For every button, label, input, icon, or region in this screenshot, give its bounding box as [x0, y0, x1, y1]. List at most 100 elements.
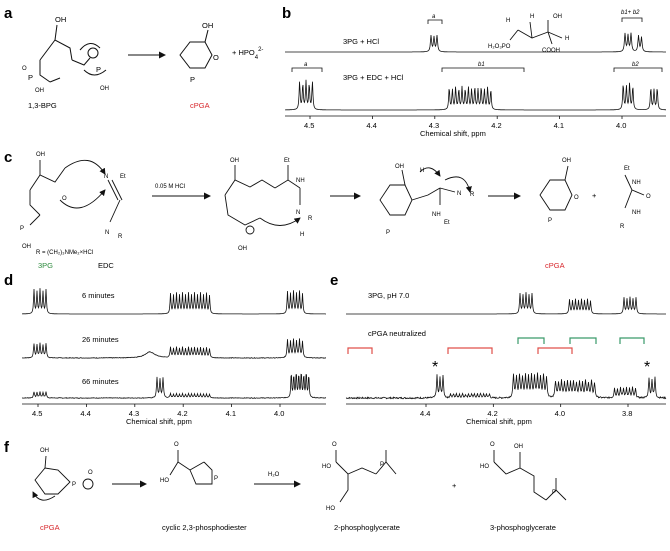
- o-f3: O: [332, 442, 337, 448]
- condition-label: 0.05 M HCl: [155, 184, 185, 190]
- o-label-2: O: [213, 53, 219, 62]
- spectrum-b-bottom: [285, 79, 666, 111]
- tick-label: 4.1: [554, 121, 564, 130]
- nh-i1: NH: [296, 178, 305, 184]
- axis-d-label: Chemical shift, ppm: [126, 417, 192, 426]
- nh-i2: NH: [432, 212, 441, 218]
- o-c1: O: [62, 196, 67, 202]
- bracket-red-2: [447, 347, 493, 354]
- r-c1: R: [118, 234, 123, 240]
- cyclic-phosphodiester-structure: [169, 450, 213, 485]
- bracket-green-1: [517, 337, 545, 344]
- tick-label: 4.0: [274, 409, 284, 418]
- reagent-water: H₂O: [268, 472, 280, 478]
- tick-label: 4.0: [616, 121, 626, 130]
- cpga-structure-f: [32, 455, 94, 501]
- species-2pg: 2-phosphoglycerate: [334, 523, 400, 532]
- bracket-b2: [613, 67, 663, 72]
- spectrum-e-3pg: [346, 292, 666, 315]
- hb2-label: H: [506, 18, 510, 24]
- h-i1: H: [300, 232, 304, 238]
- oh-label: OH: [55, 15, 66, 24]
- oh-c1: OH: [36, 152, 45, 158]
- species-3pg: 3-phosphoglycerate: [490, 523, 556, 532]
- n-i2: N: [457, 191, 461, 197]
- trace-d-3-label: 66 minutes: [82, 377, 119, 386]
- trace-d-2-label: 26 minutes: [82, 335, 119, 344]
- tick-label: 4.5: [32, 409, 42, 418]
- p-f1: P: [72, 482, 76, 488]
- peak-b1-label: b1: [478, 62, 485, 68]
- p-label-3: P: [190, 75, 195, 84]
- o-f1: O: [88, 470, 93, 476]
- panel-b-label: b: [282, 5, 291, 22]
- p-f4: P: [552, 490, 556, 496]
- star-1: *: [432, 359, 438, 376]
- tick-label: 4.4: [366, 121, 376, 130]
- 3pg-structure-f: [493, 450, 567, 501]
- intermediate-1: [224, 165, 301, 235]
- panel-a-label: a: [4, 5, 13, 22]
- peak-a-label-bottom: a: [304, 62, 308, 68]
- 2pg-structure: [335, 450, 397, 503]
- panel-d-label: d: [4, 272, 13, 289]
- tick-label: 4.3: [129, 409, 139, 418]
- oh-label-3: OH: [100, 86, 109, 92]
- p-f3: P: [380, 462, 384, 468]
- tick-label: 3.8: [622, 409, 632, 418]
- cpga-structure-a: [179, 29, 213, 69]
- n-c2: N: [105, 230, 109, 236]
- et-i2: Et: [444, 220, 450, 226]
- panel-b: b 3PG + HCl 3PG + EDC + HCl a b1+ b2 a b…: [282, 5, 666, 138]
- oh-label-2: OH: [35, 88, 44, 94]
- h2o3po-label: H₂O₃PO: [488, 44, 511, 50]
- bracket-b1: [441, 67, 525, 72]
- oh-i2: OH: [395, 164, 404, 170]
- o-f4: O: [490, 442, 495, 448]
- nh-u2: NH: [632, 210, 641, 216]
- p-f2: P: [214, 476, 218, 482]
- oh-struct-label: OH: [553, 14, 562, 20]
- intermediate-2: [379, 167, 472, 216]
- ho-f3b: HO: [326, 506, 335, 512]
- ho-f3: HO: [322, 464, 331, 470]
- peak-b2-label: b2: [632, 62, 639, 68]
- r-i2: R: [470, 192, 475, 198]
- plus-c: +: [592, 191, 597, 200]
- o-f2: O: [174, 442, 179, 448]
- star-2: *: [644, 359, 650, 376]
- oh-label-4: OH: [202, 21, 213, 30]
- trace-b-top-label: 3PG + HCl: [343, 37, 379, 46]
- tick-label: 4.2: [177, 409, 187, 418]
- reagent-edc: EDC: [98, 261, 114, 270]
- bracket-a-bottom: [291, 67, 323, 72]
- urea-byproduct: [624, 174, 645, 209]
- trace-e-bottom-label: cPGA neutralized: [368, 329, 426, 338]
- peak-b1b2-label: b1+ b2: [621, 10, 640, 16]
- axis-e-label: Chemical shift, ppm: [466, 417, 532, 426]
- peak-a-label-top: a: [432, 14, 436, 20]
- ho-f4: HO: [480, 464, 489, 470]
- n-i1: N: [296, 210, 300, 216]
- panel-c-label: c: [4, 149, 12, 166]
- trace-d-1-label: 6 minutes: [82, 291, 115, 300]
- tick-label: 4.4: [420, 409, 430, 418]
- bracket-b1b2: [621, 17, 643, 22]
- tick-label: 4.1: [226, 409, 236, 418]
- nh-u1: NH: [632, 180, 641, 186]
- panel-f-label: f: [4, 439, 10, 456]
- spectrum-d-66min: [21, 373, 327, 399]
- spectrum-e-cpga: [345, 372, 667, 400]
- et-c1: Et: [120, 174, 126, 180]
- 3pg-newman-structure: [509, 20, 563, 45]
- h-i2: H: [420, 168, 424, 174]
- product-cpga-c: cPGA: [545, 261, 565, 270]
- tick-label: 4.2: [487, 409, 497, 418]
- p-c1: P: [20, 226, 24, 232]
- oh-c2: OH: [22, 244, 31, 250]
- panel-e-label: e: [330, 272, 338, 289]
- cpga-structure-c: [539, 165, 573, 211]
- panel-f: f OH P O cPGA HO O P cyclic 2,3-phosphod…: [4, 439, 567, 532]
